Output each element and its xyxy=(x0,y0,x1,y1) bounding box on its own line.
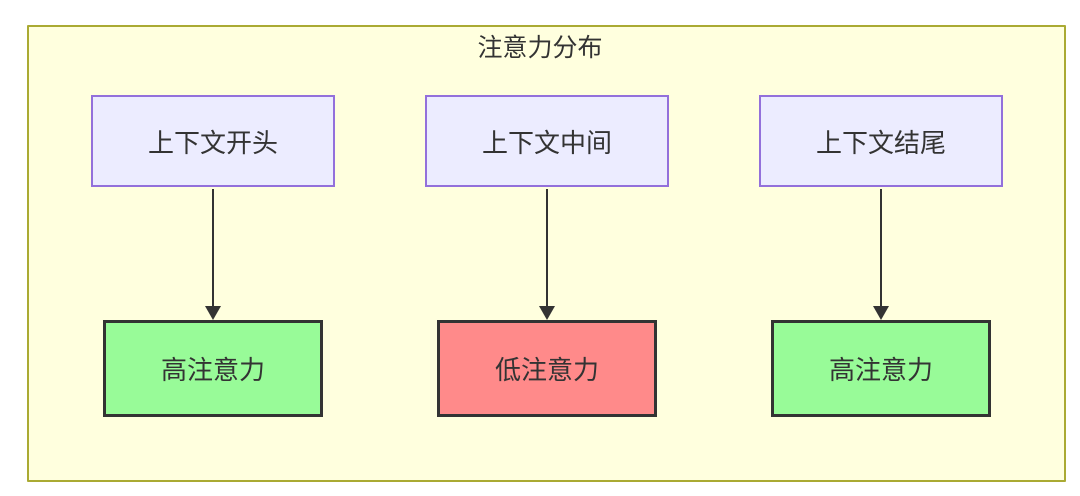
bottom-node-high-attention-1: 高注意力 xyxy=(103,320,323,417)
top-node-context-middle: 上下文中间 xyxy=(425,95,669,187)
arrow-head-icon xyxy=(539,306,555,320)
bottom-node-high-attention-2: 高注意力 xyxy=(771,320,991,417)
arrow-head-icon xyxy=(873,306,889,320)
top-node-context-start: 上下文开头 xyxy=(91,95,335,187)
top-node-context-end: 上下文结尾 xyxy=(759,95,1003,187)
arrow-line-start xyxy=(212,189,214,307)
diagram-title: 注意力分布 xyxy=(477,34,603,62)
arrow-head-icon xyxy=(205,306,221,320)
bottom-node-low-attention: 低注意力 xyxy=(437,320,657,417)
arrow-line-end xyxy=(880,189,882,307)
arrow-line-middle xyxy=(546,189,548,307)
